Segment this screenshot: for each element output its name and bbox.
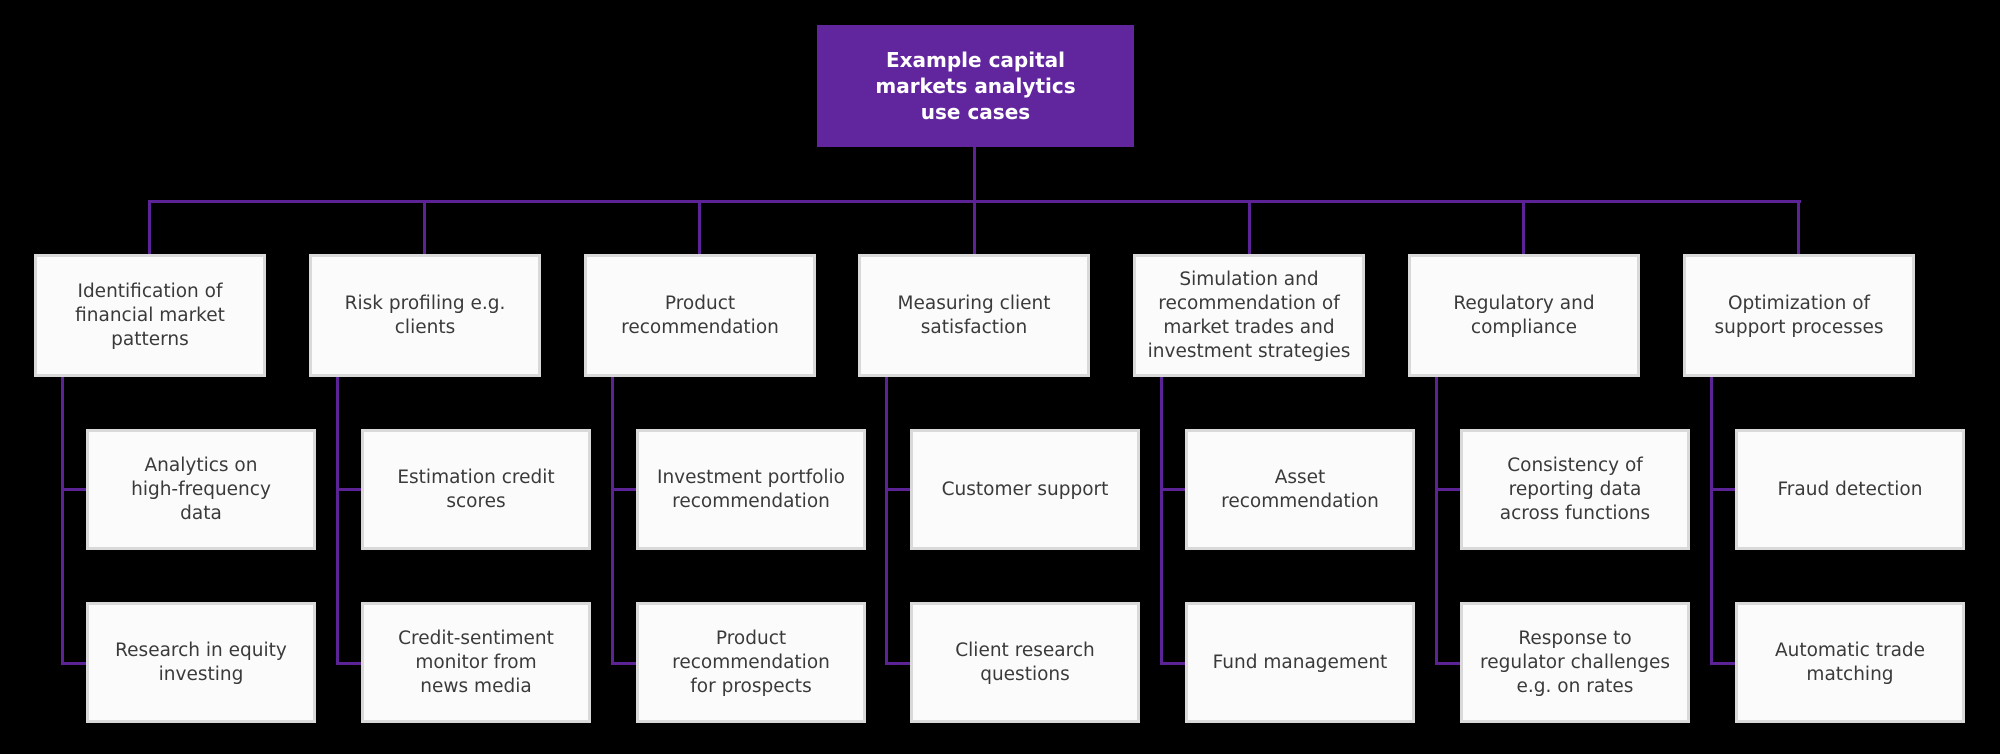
- category-box: Simulation and recommendation of market …: [1133, 254, 1365, 377]
- category-box: Risk profiling e.g. clients: [309, 254, 541, 377]
- connector-vline: [61, 377, 64, 665]
- column-regulatory-compliance: Regulatory and compliance Consistency of…: [1408, 254, 1692, 726]
- connector-stub: [885, 488, 911, 491]
- connector-drop: [973, 202, 976, 255]
- category-box: Optimization of support processes: [1683, 254, 1915, 377]
- connector-drop: [1248, 202, 1251, 255]
- connector-stub: [1435, 488, 1461, 491]
- use-case-box: Customer support: [910, 429, 1140, 550]
- connector-bus: [148, 200, 1801, 203]
- column-support-optimization: Optimization of support processes Fraud …: [1683, 254, 1967, 726]
- column-risk-profiling: Risk profiling e.g. clients Estimation c…: [309, 254, 593, 726]
- connector-vline: [1435, 377, 1438, 665]
- connector-stub: [1710, 488, 1736, 491]
- connector-stub: [611, 488, 637, 491]
- category-box: Regulatory and compliance: [1408, 254, 1640, 377]
- use-case-box: Asset recommendation: [1185, 429, 1415, 550]
- connector-vline: [1160, 377, 1163, 665]
- connector-drop: [423, 202, 426, 255]
- root-node: Example capital markets analytics use ca…: [817, 25, 1134, 147]
- column-identification: Identification of financial market patte…: [34, 254, 318, 726]
- use-case-box: Fund management: [1185, 602, 1415, 723]
- use-case-box: Product recommendation for prospects: [636, 602, 866, 723]
- category-box: Product recommendation: [584, 254, 816, 377]
- connector-stub: [1160, 488, 1186, 491]
- connector-vline: [1710, 377, 1713, 665]
- connector-drop: [1797, 202, 1800, 255]
- connector-stub: [61, 662, 87, 665]
- use-case-box: Estimation credit scores: [361, 429, 591, 550]
- use-case-box: Client research questions: [910, 602, 1140, 723]
- connector-vline: [611, 377, 614, 665]
- connector-stub: [1710, 662, 1736, 665]
- use-case-box: Research in equity investing: [86, 602, 316, 723]
- column-simulation: Simulation and recommendation of market …: [1133, 254, 1417, 726]
- connector-vline: [336, 377, 339, 665]
- connector-stub: [61, 488, 87, 491]
- connector-trunk: [973, 147, 976, 202]
- connector-stub: [611, 662, 637, 665]
- use-case-box: Response to regulator challenges e.g. on…: [1460, 602, 1690, 723]
- column-client-satisfaction: Measuring client satisfaction Customer s…: [858, 254, 1142, 726]
- connector-stub: [885, 662, 911, 665]
- use-case-box: Fraud detection: [1735, 429, 1965, 550]
- connector-stub: [336, 662, 362, 665]
- connector-drop: [698, 202, 701, 255]
- use-case-box: Credit-sentiment monitor from news media: [361, 602, 591, 723]
- use-case-box: Investment portfolio recommendation: [636, 429, 866, 550]
- connector-stub: [1435, 662, 1461, 665]
- use-case-box: Automatic trade matching: [1735, 602, 1965, 723]
- connector-stub: [1160, 662, 1186, 665]
- category-box: Measuring client satisfaction: [858, 254, 1090, 377]
- connector-stub: [336, 488, 362, 491]
- connector-vline: [885, 377, 888, 665]
- category-box: Identification of financial market patte…: [34, 254, 266, 377]
- use-case-box: Consistency of reporting data across fun…: [1460, 429, 1690, 550]
- use-case-box: Analytics on high-frequency data: [86, 429, 316, 550]
- connector-drop: [148, 202, 151, 255]
- column-product-recommendation: Product recommendation Investment portfo…: [584, 254, 868, 726]
- connector-drop: [1522, 202, 1525, 255]
